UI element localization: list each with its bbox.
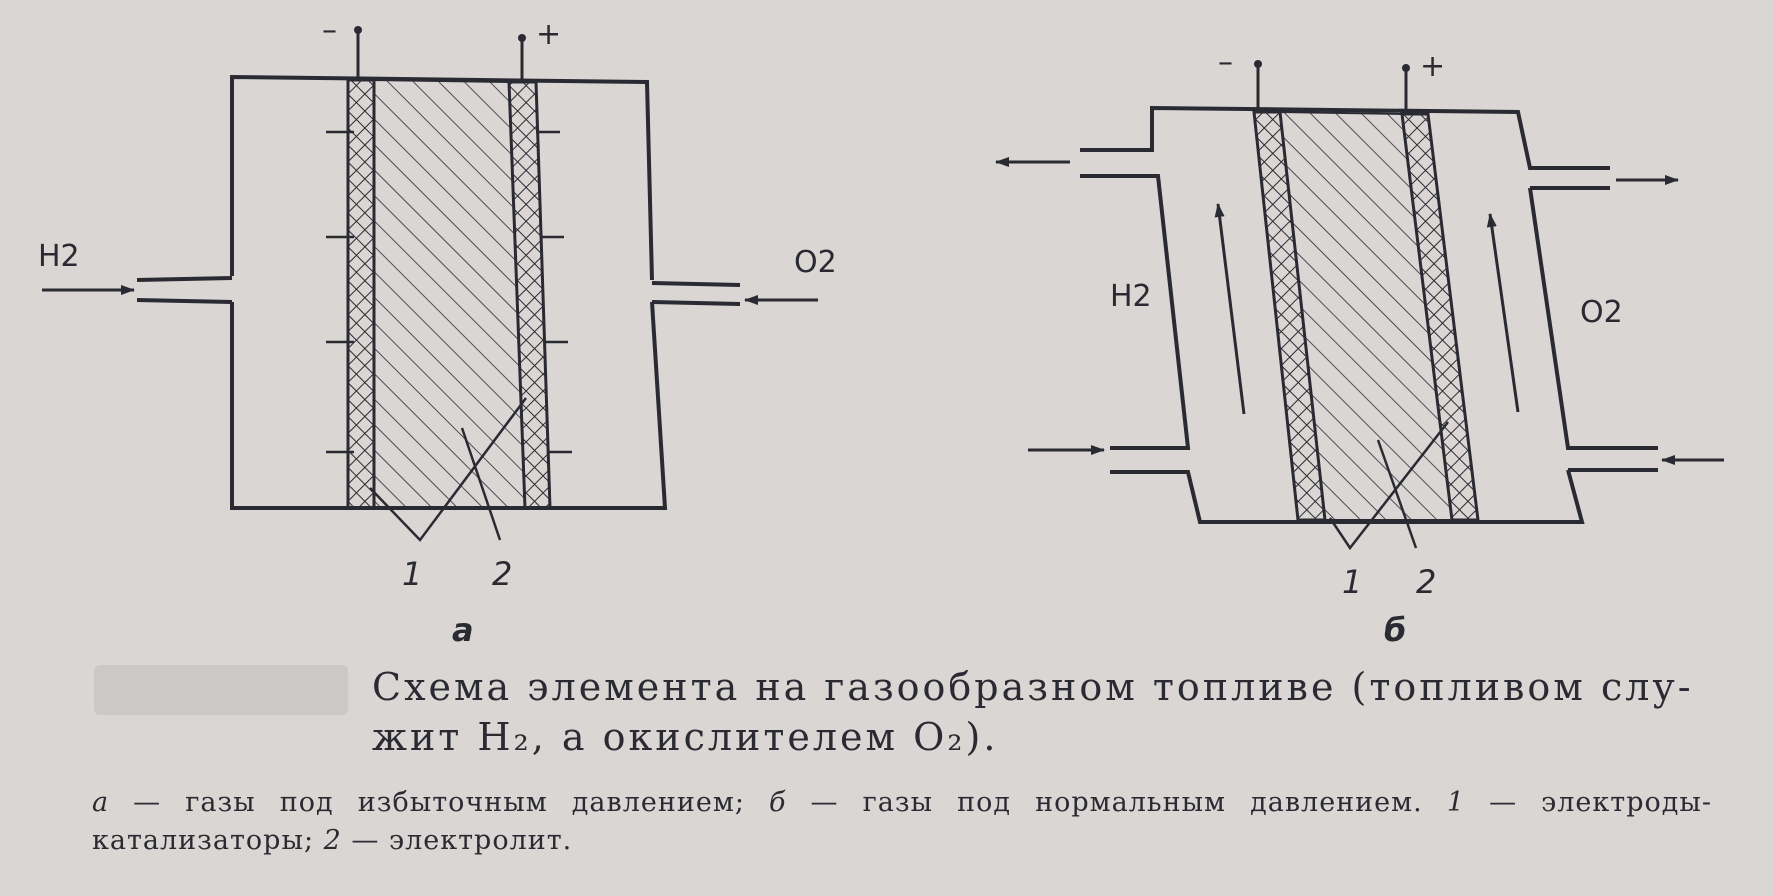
legend-2-text: — электролит. — [341, 825, 573, 856]
diagram-b-terminal-minus-dot — [1254, 60, 1262, 68]
legend-2-number: 2 — [323, 825, 342, 856]
diagram-b-terminal-plus-label: + — [1420, 49, 1445, 84]
diagram-b-o2-flow-arrow — [1486, 213, 1520, 413]
legend-1-number: 1 — [1446, 787, 1465, 818]
diagram-a-label: а — [452, 611, 474, 649]
diagram-a-terminal-minus-dot — [354, 26, 362, 34]
diagram-a-o2-label: O2 — [794, 245, 837, 280]
diagram-a-o2-inlet-pipe — [651, 281, 741, 306]
diagram-a-leader-lines — [369, 397, 528, 542]
diagram-b-o2-label: O2 — [1580, 295, 1623, 330]
diagram-b-part-1-label: 1 — [1342, 563, 1362, 601]
diagram-b-label: б — [1384, 611, 1406, 649]
diagram-a-terminal-minus-label: – — [322, 13, 337, 48]
caption-title: Схема элемента на газообразном топливе (… — [372, 662, 1712, 762]
diagram-b-electrode-right — [1400, 112, 1480, 522]
diagram-a-h2-inlet-pipe — [136, 276, 233, 304]
caption-legend: а — газы под избыточным давлением; б — г… — [92, 784, 1712, 860]
diagram-b-electrode-left — [1252, 110, 1327, 522]
legend-a-text: — газы под избыточным давлением; — [109, 787, 769, 818]
diagram-b-h2-flow-arrow — [1214, 203, 1246, 415]
diagram-a-terminal-plus-dot — [518, 34, 526, 42]
diagram-b-housing — [1080, 105, 1658, 524]
diagram-a-electrode-left — [346, 78, 376, 510]
diagram-a-part-2-label: 2 — [492, 555, 512, 593]
diagram-a-flux-ticks — [326, 130, 572, 454]
figure-number-redaction — [94, 665, 348, 715]
legend-b-letter: б — [768, 787, 787, 818]
legend-a-letter: а — [92, 787, 110, 818]
diagram-a-h2-label: H2 — [38, 239, 80, 274]
diagram-a-terminal-plus-label: + — [536, 17, 561, 52]
caption-title-line-2: жит H₂, а окислителем O₂). — [372, 715, 999, 759]
diagram-a-electrolyte — [373, 78, 527, 509]
diagram-b: – + H2 O2 1 2 б — [995, 45, 1724, 649]
figure-caption: Схема элемента на газообразном топливе (… — [92, 662, 1712, 860]
diagram-a: – + H2 O2 1 2 а — [38, 13, 837, 649]
diagram-b-terminal-plus-dot — [1402, 64, 1410, 72]
legend-b-text: — газы под нормальным давлением. — [786, 787, 1447, 818]
legend-1-text: — электроды-катализаторы; — [92, 787, 1712, 856]
diagram-a-part-1-label: 1 — [402, 555, 422, 593]
diagram-a-electrode-right — [507, 80, 552, 510]
diagram-b-h2-label: H2 — [1110, 279, 1152, 314]
diagram-b-part-2-label: 2 — [1416, 563, 1436, 601]
diagram-b-terminal-minus-label: – — [1218, 45, 1233, 80]
diagram-b-leader-lines — [1328, 421, 1449, 551]
caption-title-line-1: Схема элемента на газообразном топливе (… — [372, 665, 1694, 709]
